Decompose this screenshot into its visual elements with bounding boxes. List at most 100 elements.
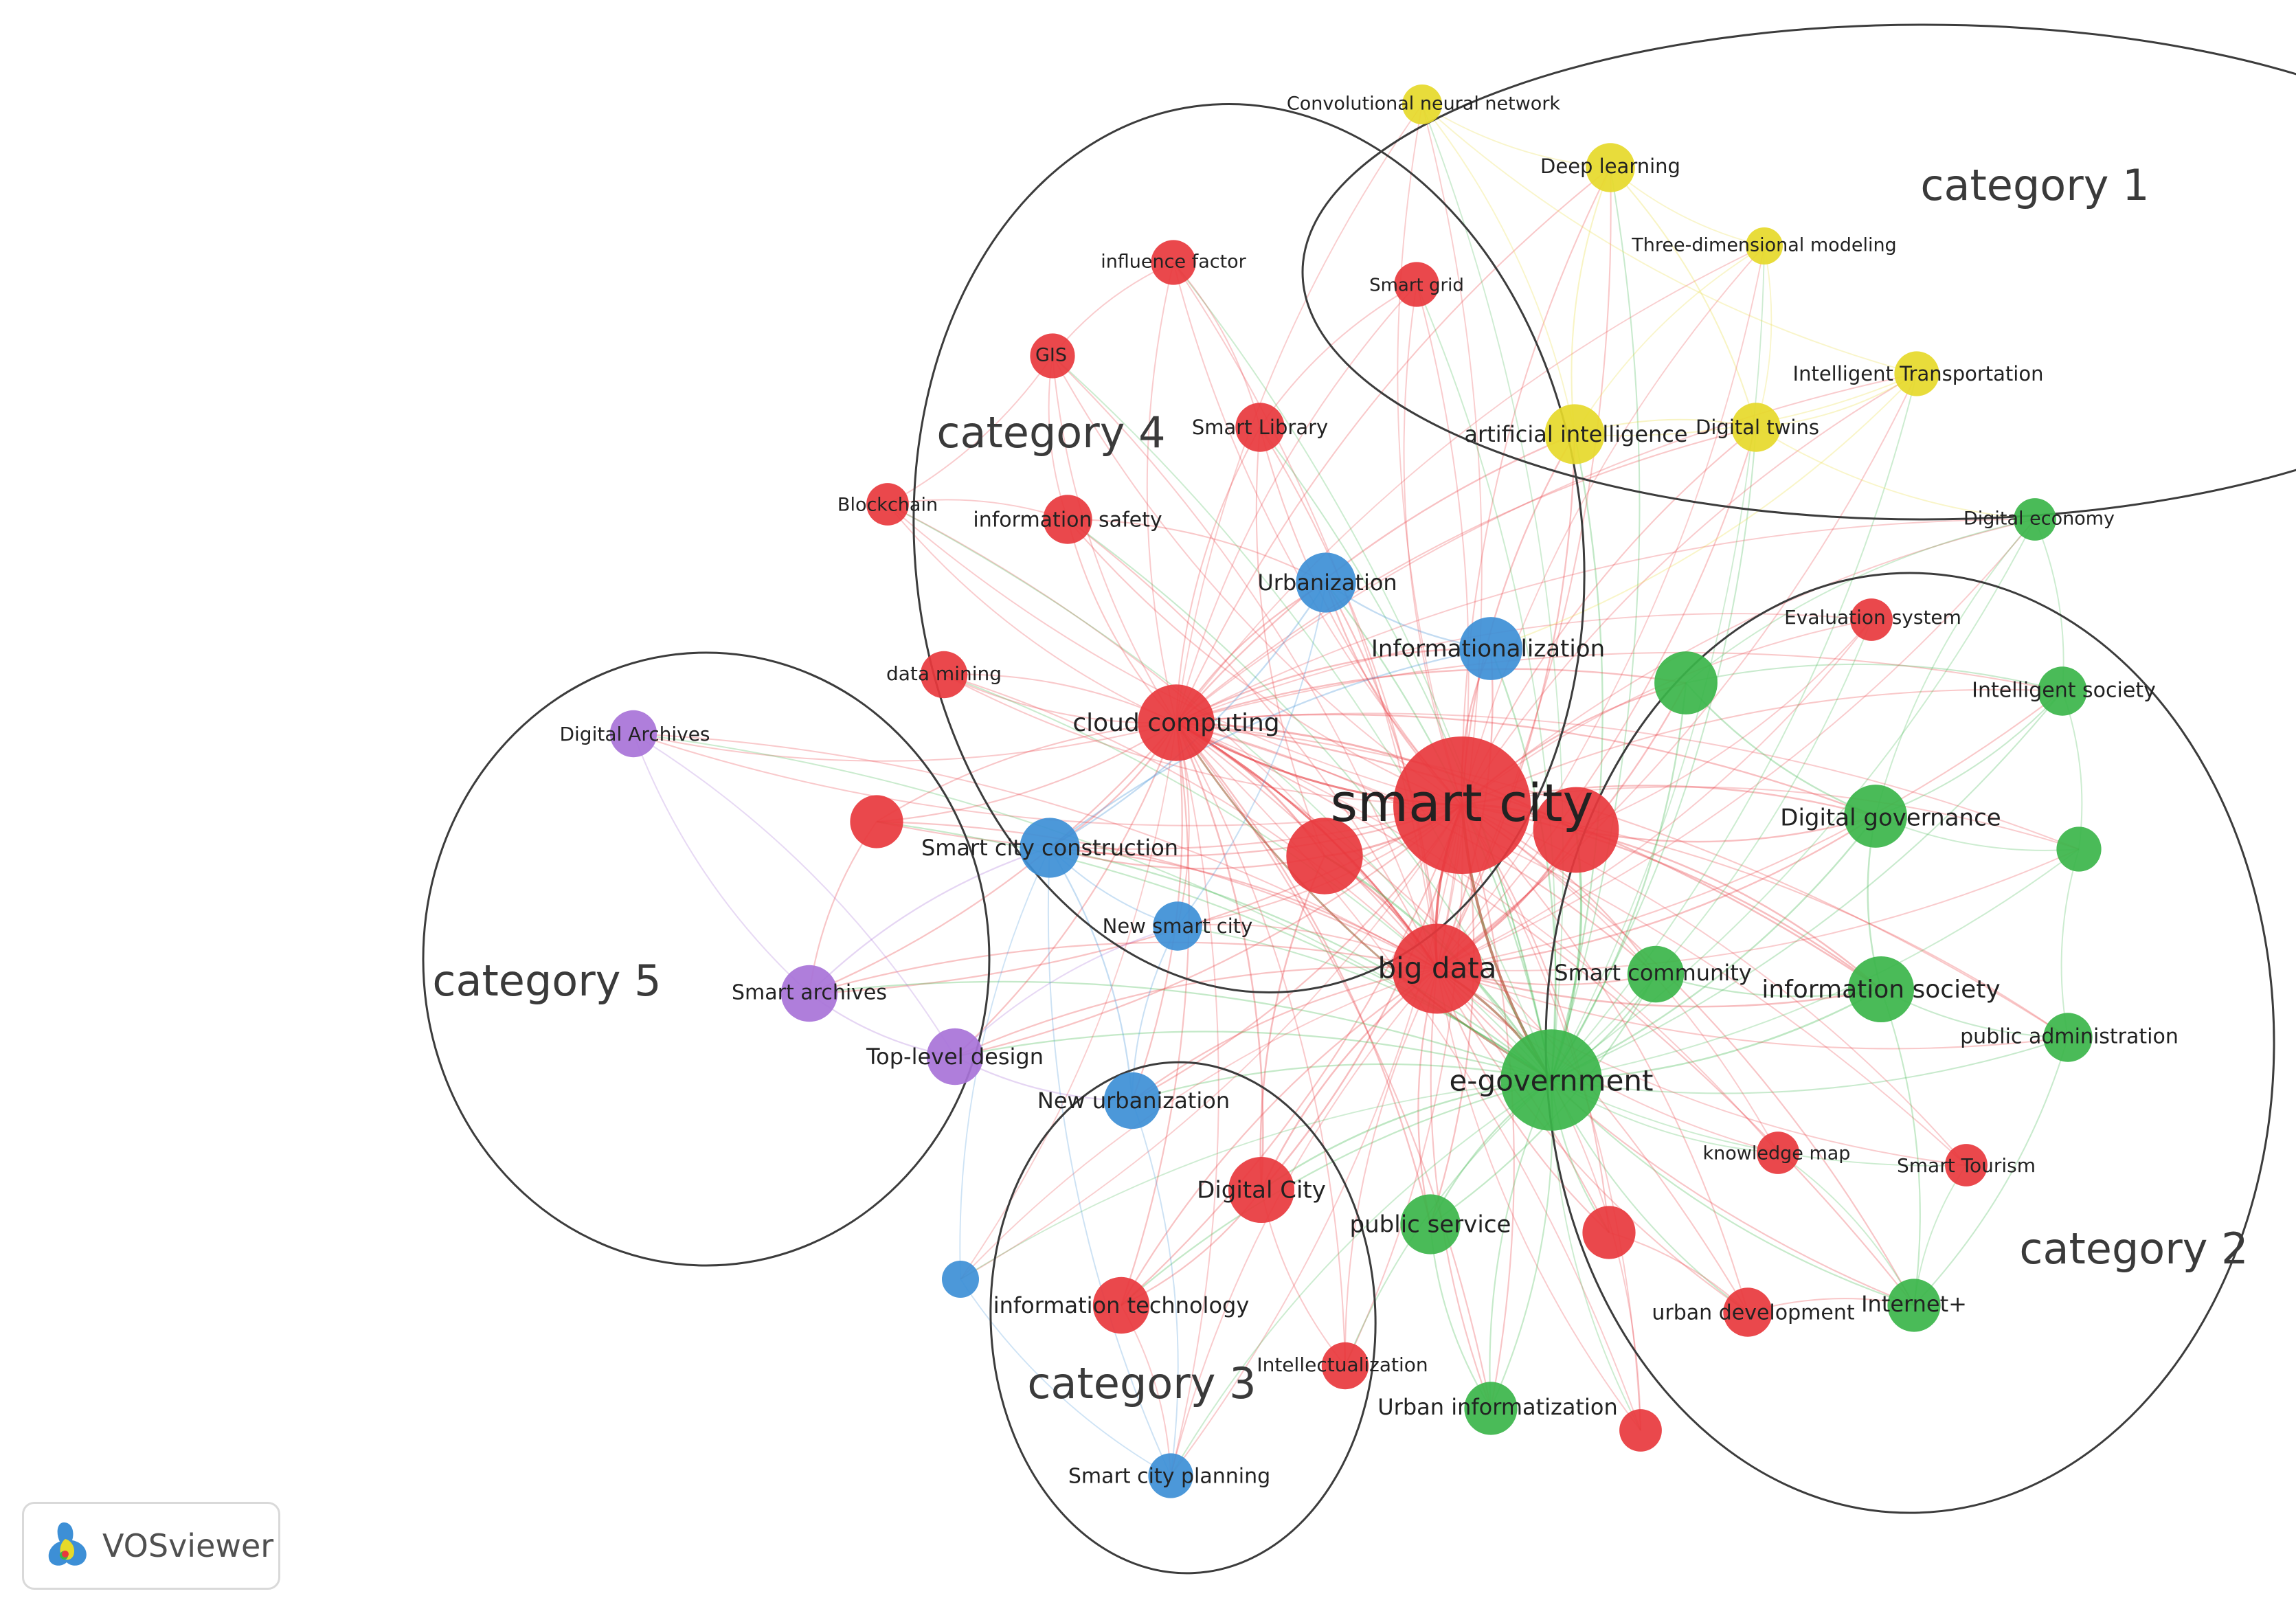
- edge-n2-n40: [809, 722, 1177, 995]
- edge-n17-n18: [1132, 1100, 1179, 1476]
- edge-n2-n6: [1175, 722, 1432, 1225]
- node-digital-city[interactable]: [1228, 1157, 1294, 1223]
- node-influence-factor[interactable]: [1151, 240, 1196, 285]
- node-information-society[interactable]: [1848, 956, 1914, 1022]
- edge-n0-n24: [1461, 373, 1917, 806]
- node-smart-tourism[interactable]: [1945, 1144, 1988, 1186]
- node-top-level-design[interactable]: [926, 1028, 984, 1085]
- node-label-information-safety: information safety: [973, 508, 1162, 532]
- category-ellipse-4: [912, 103, 1586, 993]
- edge-n1-n45: [1437, 848, 2080, 971]
- edge-n46-n2: [876, 721, 1177, 822]
- node-label-smart-community: Smart community: [1554, 960, 1751, 986]
- node-intelligent-society[interactable]: [2038, 666, 2087, 716]
- edge-n40-n15: [809, 846, 1050, 994]
- category-label-5: category 5: [432, 956, 661, 1006]
- node-public-service[interactable]: [1400, 1194, 1461, 1254]
- node-intellectualization[interactable]: [1321, 1342, 1369, 1390]
- node-e-government[interactable]: [1500, 1029, 1602, 1131]
- edge-n2-n21: [1175, 167, 1611, 723]
- edge-n1-n11: [1430, 968, 1492, 1409]
- node-n47[interactable]: [1582, 1206, 1636, 1259]
- node-smart-grid[interactable]: [1394, 262, 1439, 307]
- node-deep-learning[interactable]: [1586, 143, 1635, 192]
- node-label-informationalization: Informationalization: [1371, 635, 1605, 663]
- node-n49[interactable]: [942, 1261, 979, 1298]
- edge-n0-n20: [1461, 427, 1757, 806]
- node-new-smart-city[interactable]: [1153, 901, 1202, 951]
- edge-n24-n14: [1490, 373, 1917, 649]
- edge-n2-n23: [1175, 245, 1765, 723]
- node-label-intelligent-society: Intelligent society: [1972, 679, 2156, 703]
- node-smart-community[interactable]: [1627, 945, 1685, 1003]
- node-internet[interactable]: [1887, 1279, 1941, 1332]
- node-digital-twins[interactable]: [1731, 403, 1781, 452]
- edge-n0-n49: [960, 804, 1463, 1280]
- node-cloud-computing[interactable]: [1138, 684, 1215, 761]
- edge-n1-n33: [1121, 968, 1438, 1306]
- node-urban-development[interactable]: [1723, 1287, 1772, 1337]
- node-gis[interactable]: [1030, 333, 1075, 379]
- edge-n2-n48: [1175, 722, 1641, 1431]
- category-ellipse-3: [989, 1061, 1377, 1575]
- node-n42[interactable]: [1286, 818, 1363, 894]
- node-digital-governance[interactable]: [1844, 785, 1907, 848]
- edge-n0-n23: [1461, 245, 1765, 806]
- node-digital-archives[interactable]: [609, 710, 657, 758]
- node-convolutional-neural-network[interactable]: [1402, 85, 1442, 124]
- edge-n1-n31: [943, 674, 1438, 969]
- edge-n0-n8: [1461, 688, 2063, 806]
- node-blockchain[interactable]: [866, 483, 909, 526]
- edge-n26-n27: [1052, 262, 1174, 357]
- edge-n2-n29: [887, 504, 1177, 723]
- node-intelligent-transportation[interactable]: [1894, 351, 1939, 396]
- edge-n2-n19: [1175, 433, 1575, 723]
- edge-n20-n12: [1755, 427, 2036, 520]
- edge-n0-n38: [1461, 804, 1748, 1313]
- node-informationalization[interactable]: [1459, 617, 1522, 680]
- node-n45[interactable]: [2056, 826, 2102, 872]
- edge-n39-n41: [633, 733, 956, 1057]
- category-label-4: category 4: [936, 407, 1165, 458]
- edge-n9-n10: [1913, 1037, 2069, 1306]
- node-label-knowledge-map: knowledge map: [1703, 1143, 1851, 1164]
- node-label-e-government: e-government: [1449, 1064, 1653, 1098]
- node-urban-informatization[interactable]: [1464, 1382, 1518, 1435]
- node-n44[interactable]: [1654, 651, 1718, 715]
- node-information-safety[interactable]: [1043, 495, 1092, 544]
- node-smart-archives[interactable]: [780, 965, 838, 1022]
- edge-n1-n9: [1437, 968, 2069, 1050]
- node-smart-library[interactable]: [1235, 403, 1285, 452]
- node-smart-city-construction[interactable]: [1020, 818, 1080, 878]
- edge-n3-n17: [1132, 1063, 1552, 1102]
- node-big-data[interactable]: [1392, 923, 1483, 1014]
- node-urbanization[interactable]: [1296, 552, 1356, 613]
- edge-n0-n22: [1397, 104, 1463, 806]
- edge-n0-n27: [1052, 355, 1463, 806]
- edge-n3-n21: [1551, 167, 1641, 1081]
- node-artificial-intelligence[interactable]: [1544, 404, 1605, 464]
- edge-n1-n49: [960, 968, 1438, 1280]
- node-three-dimensional-modeling[interactable]: [1746, 227, 1783, 265]
- node-data-mining[interactable]: [920, 651, 968, 699]
- edge-n3-n30: [1067, 519, 1552, 1081]
- node-n48[interactable]: [1619, 1409, 1662, 1452]
- node-label-digital-twins: Digital twins: [1696, 416, 1819, 439]
- node-smart-city-planning[interactable]: [1148, 1453, 1193, 1498]
- node-knowledge-map[interactable]: [1757, 1132, 1799, 1174]
- edge-n1-n10: [1437, 968, 1915, 1306]
- node-information-technology[interactable]: [1092, 1276, 1150, 1334]
- edge-n0-n26: [1173, 262, 1463, 806]
- node-n43[interactable]: [1533, 787, 1619, 873]
- node-evaluation-system[interactable]: [1850, 598, 1893, 641]
- node-new-urbanization[interactable]: [1103, 1072, 1161, 1129]
- node-digital-economy[interactable]: [2014, 498, 2056, 541]
- edge-n2-n9: [1175, 721, 2069, 1038]
- edge-n3-n28: [1259, 427, 1553, 1081]
- node-n46[interactable]: [850, 795, 903, 848]
- node-smart-city[interactable]: [1393, 736, 1531, 874]
- node-public-administration[interactable]: [2043, 1013, 2093, 1062]
- edge-n15-n18: [1047, 847, 1171, 1476]
